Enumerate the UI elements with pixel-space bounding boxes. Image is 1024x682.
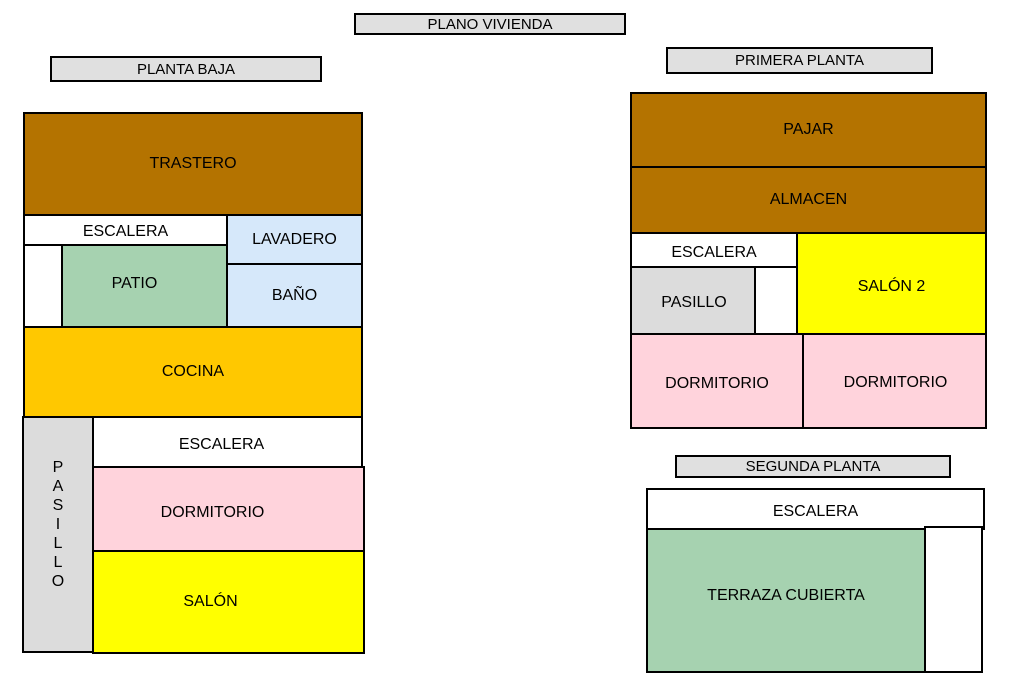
second-floor-label: SEGUNDA PLANTA xyxy=(675,455,951,478)
pasillo-letter: L xyxy=(53,554,63,571)
ground-trastero: TRASTERO xyxy=(23,112,363,216)
second-white-strip xyxy=(924,526,983,673)
first-almacen: ALMACEN xyxy=(630,166,987,234)
pasillo-letter: S xyxy=(52,497,64,514)
ground-cocina: COCINA xyxy=(23,326,363,418)
ground-floor-label: PLANTA BAJA xyxy=(50,56,322,82)
ground-escalera-top: ESCALERA xyxy=(23,214,228,246)
plan-title: PLANO VIVIENDA xyxy=(354,13,626,35)
pasillo-letter: I xyxy=(55,516,61,533)
first-floor-label: PRIMERA PLANTA xyxy=(666,47,933,74)
first-dormitorio-right: DORMITORIO xyxy=(802,333,987,429)
pasillo-letter: L xyxy=(53,535,63,552)
ground-bano: BAÑO xyxy=(226,263,363,328)
ground-dormitorio: DORMITORIO xyxy=(92,466,365,552)
first-escalera: ESCALERA xyxy=(630,232,798,268)
pasillo-letter: A xyxy=(52,478,64,495)
pasillo-letter: O xyxy=(51,573,65,590)
first-pajar: PAJAR xyxy=(630,92,987,168)
pasillo-letter: P xyxy=(52,459,64,476)
first-white-strip xyxy=(754,266,798,335)
first-pasillo: PASILLO xyxy=(630,266,756,335)
first-dormitorio-left: DORMITORIO xyxy=(630,333,804,429)
ground-lavadero: LAVADERO xyxy=(226,214,363,265)
ground-patio: PATIO xyxy=(61,244,228,328)
ground-salon: SALÓN xyxy=(92,550,365,654)
first-salon-2: SALÓN 2 xyxy=(796,232,987,335)
second-escalera: ESCALERA xyxy=(646,488,985,530)
ground-escalera-lower: ESCALERA xyxy=(92,416,363,468)
ground-white-strip xyxy=(23,244,63,328)
second-terraza: TERRAZA CUBIERTA xyxy=(646,528,926,673)
